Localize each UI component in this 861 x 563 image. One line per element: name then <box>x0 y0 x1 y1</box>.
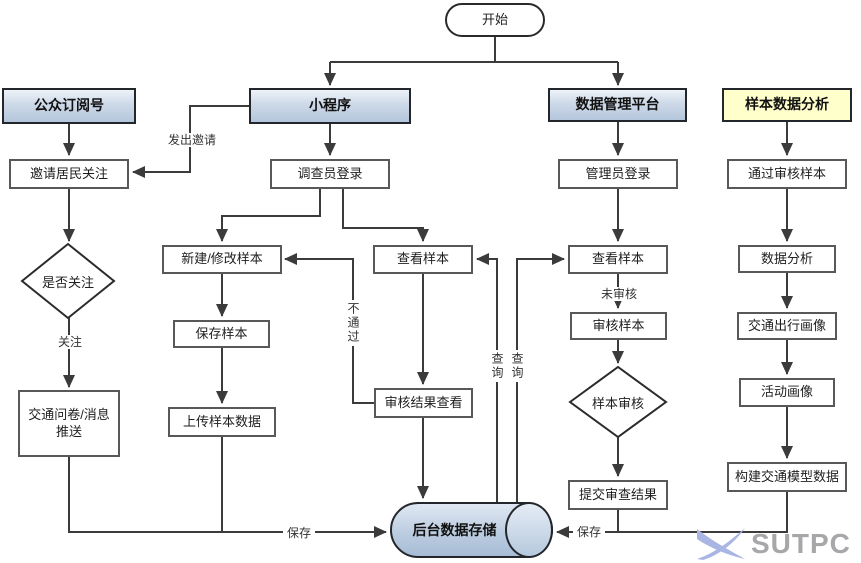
decision-sample-review-label: 样本审核 <box>591 395 644 411</box>
node-sample-data-analysis: 样本数据分析 <box>722 88 852 122</box>
node-submit-review-result: 提交审查结果 <box>568 480 668 510</box>
edge-db-query-admin <box>516 253 565 502</box>
node-view-sample-admin: 查看样本 <box>568 245 668 274</box>
edge-login-to-view <box>342 189 429 242</box>
decision-follow-label: 是否关注 <box>41 274 94 290</box>
node-invite-residents: 邀请居民关注 <box>9 159 129 189</box>
node-view-sample-mini: 查看样本 <box>373 245 473 274</box>
node-admin-login: 管理员登录 <box>558 159 678 189</box>
node-public-subscription-account: 公众订阅号 <box>2 88 136 124</box>
edge-label-save-right: 保存 <box>573 525 605 540</box>
edge-notpassed-loop <box>284 253 374 404</box>
node-build-model-data: 构建交通模型数据 <box>727 462 847 492</box>
node-data-management-platform: 数据管理平台 <box>548 88 687 122</box>
edge-model-join-save <box>618 492 788 533</box>
node-travel-profile: 交通出行画像 <box>737 312 837 340</box>
node-save-sample: 保存样本 <box>173 320 270 348</box>
node-activity-profile: 活动画像 <box>739 378 835 407</box>
edge-label-query-right: 查询 <box>509 350 524 382</box>
edge-push-save-to-db <box>68 457 387 538</box>
edge-label-save-left: 保存 <box>283 526 315 541</box>
edge-label-query-left: 查询 <box>489 350 504 382</box>
node-review-sample: 审核样本 <box>570 312 667 340</box>
node-start: 开始 <box>445 3 545 37</box>
node-mini-program: 小程序 <box>249 88 411 124</box>
decision-follow-diamond <box>20 242 116 320</box>
edge-label-not-reviewed: 未审核 <box>596 287 642 302</box>
node-surveyor-login: 调查员登录 <box>270 159 390 189</box>
decision-sample-review-diamond <box>568 365 668 439</box>
edge-label-not-passed: 不通过 <box>345 300 360 346</box>
edge-label-send-invitation: 发出邀请 <box>163 133 221 148</box>
node-review-result-view: 审核结果查看 <box>374 388 473 418</box>
node-upload-sample-data: 上传样本数据 <box>168 407 276 437</box>
edge-login-to-create <box>216 189 321 242</box>
node-create-modify-sample: 新建/修改样本 <box>162 245 282 274</box>
sutpc-logo-icon <box>697 528 745 560</box>
database-cylinder-cap <box>505 502 553 558</box>
edge-db-query-mini <box>476 253 498 502</box>
edge-label-follow: 关注 <box>54 335 86 350</box>
node-approved-samples: 通过审核样本 <box>727 159 847 189</box>
node-questionnaire-push: 交通问卷/消息推送 <box>18 390 120 457</box>
edge-start-rail <box>330 37 618 63</box>
sutpc-logo-text: SUTPC <box>751 528 851 559</box>
node-data-analysis: 数据分析 <box>738 245 836 273</box>
